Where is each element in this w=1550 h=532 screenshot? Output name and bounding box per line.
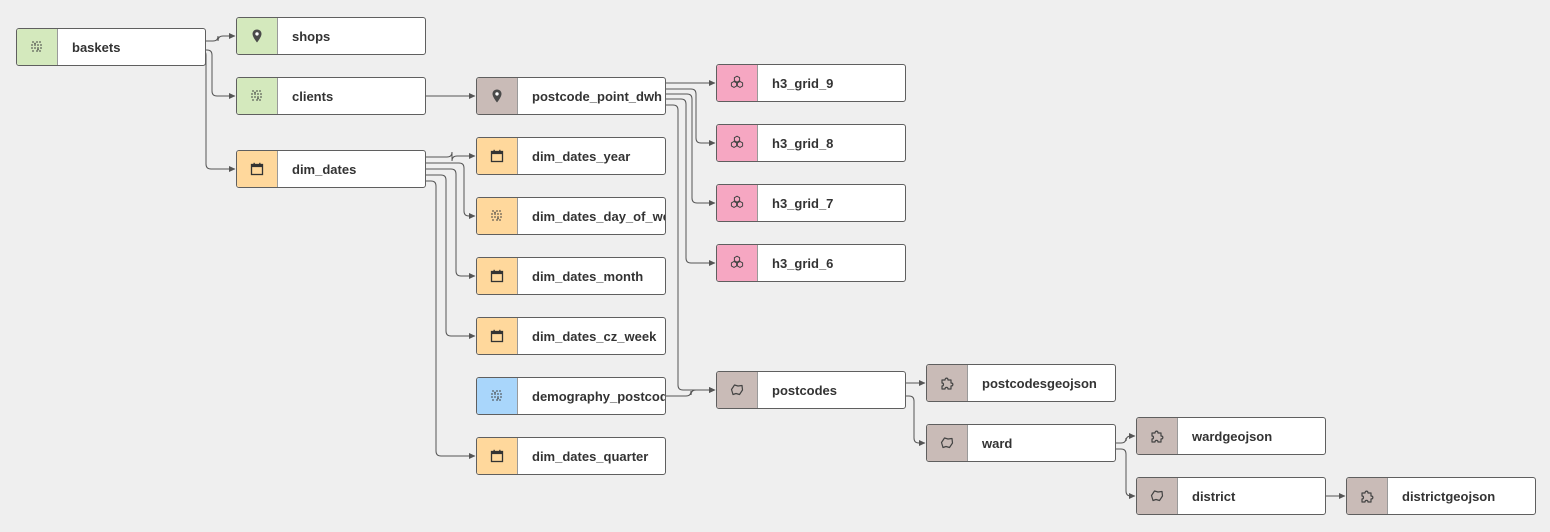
- node-demography-postcod[interactable]: demography_postcod: [476, 377, 666, 415]
- calendar-icon: [237, 151, 278, 187]
- node-label: dim_dates_year: [532, 148, 631, 164]
- node-label: h3_grid_9: [772, 75, 834, 91]
- map-pin-icon: [477, 78, 518, 114]
- node-label: clients: [292, 88, 334, 104]
- edge-dim-dates-to-dim-dates-quarter: [426, 180, 476, 459]
- hexagons-icon: [717, 245, 758, 281]
- node-district[interactable]: district: [1136, 477, 1326, 515]
- node-label: dim_dates_month: [532, 268, 644, 284]
- node-label: h3_grid_7: [772, 195, 834, 211]
- node-label: postcodes: [772, 382, 838, 398]
- node-label: dim_dates_cz_week: [532, 328, 657, 344]
- node-label: dim_dates: [292, 161, 357, 177]
- node-label: dim_dates_day_of_we: [532, 208, 665, 224]
- node-dim-dates-quarter[interactable]: dim_dates_quarter: [476, 437, 666, 475]
- grid-dots-icon: [477, 378, 518, 414]
- calendar-icon: [477, 318, 518, 354]
- node-dim-dates-month[interactable]: dim_dates_month: [476, 257, 666, 295]
- node-label: wardgeojson: [1192, 428, 1273, 444]
- grid-dots-icon: [237, 78, 278, 114]
- node-baskets[interactable]: baskets: [16, 28, 206, 66]
- node-label: dim_dates_quarter: [532, 448, 649, 464]
- hexagons-icon: [717, 125, 758, 161]
- node-postcode-point-dwh[interactable]: postcode_point_dwh: [476, 77, 666, 115]
- node-label: h3_grid_6: [772, 255, 834, 271]
- edge-ward-to-wardgeojson: [1116, 433, 1136, 444]
- node-h3-grid-6[interactable]: h3_grid_6: [716, 244, 906, 282]
- node-postcodesgeojson[interactable]: postcodesgeojson: [926, 364, 1116, 402]
- edge-postcode-point-dwh-to-h3-grid-6: [666, 98, 716, 266]
- edge-dim-dates-to-dim-dates-cz-week: [426, 174, 476, 339]
- node-dim-dates-day-of-we[interactable]: dim_dates_day_of_we: [476, 197, 666, 235]
- edge-postcode-point-dwh-to-h3-grid-7: [666, 93, 716, 206]
- polygon-icon: [927, 425, 968, 461]
- edge-demography-postcod-to-postcodes: [666, 387, 716, 397]
- node-label: postcode_point_dwh: [532, 88, 662, 104]
- map-pin-icon: [237, 18, 278, 54]
- node-label: demography_postcod: [532, 388, 665, 404]
- edge-postcode-point-dwh-to-h3-grid-8: [666, 88, 716, 146]
- node-label: baskets: [72, 39, 121, 55]
- node-ward[interactable]: ward: [926, 424, 1116, 462]
- puzzle-icon: [1347, 478, 1388, 514]
- node-h3-grid-8[interactable]: h3_grid_8: [716, 124, 906, 162]
- polygon-icon: [1137, 478, 1178, 514]
- node-dim-dates[interactable]: dim_dates: [236, 150, 426, 188]
- node-h3-grid-9[interactable]: h3_grid_9: [716, 64, 906, 102]
- node-clients[interactable]: clients: [236, 77, 426, 115]
- node-label: districtgeojson: [1402, 488, 1496, 504]
- node-shops[interactable]: shops: [236, 17, 426, 55]
- calendar-icon: [477, 438, 518, 474]
- node-label: ward: [982, 435, 1013, 451]
- hexagons-icon: [717, 65, 758, 101]
- puzzle-icon: [927, 365, 968, 401]
- node-label: h3_grid_8: [772, 135, 834, 151]
- edge-dim-dates-to-dim-dates-day-of-we: [426, 162, 476, 219]
- edge-baskets-to-shops: [206, 33, 236, 42]
- node-wardgeojson[interactable]: wardgeojson: [1136, 417, 1326, 455]
- node-label: district: [1192, 488, 1236, 504]
- node-label: postcodesgeojson: [982, 375, 1097, 391]
- edge-dim-dates-to-dim-dates-year: [426, 151, 476, 162]
- calendar-icon: [477, 258, 518, 294]
- node-districtgeojson[interactable]: districtgeojson: [1346, 477, 1536, 515]
- polygon-icon: [717, 372, 758, 408]
- node-h3-grid-7[interactable]: h3_grid_7: [716, 184, 906, 222]
- node-postcodes[interactable]: postcodes: [716, 371, 906, 409]
- edge-dim-dates-to-dim-dates-month: [426, 168, 476, 279]
- node-label: shops: [292, 28, 331, 44]
- grid-dots-icon: [17, 29, 58, 65]
- edge-postcodes-to-ward: [906, 395, 926, 446]
- edge-ward-to-district: [1116, 448, 1136, 499]
- puzzle-icon: [1137, 418, 1178, 454]
- node-dim-dates-cz-week[interactable]: dim_dates_cz_week: [476, 317, 666, 355]
- edge-baskets-to-dim-dates: [200, 49, 236, 172]
- grid-dots-icon: [477, 198, 518, 234]
- edge-baskets-to-clients: [206, 49, 236, 99]
- hexagons-icon: [717, 185, 758, 221]
- node-dim-dates-year[interactable]: dim_dates_year: [476, 137, 666, 175]
- edge-postcode-point-dwh-to-postcodes: [666, 104, 716, 393]
- calendar-icon: [477, 138, 518, 174]
